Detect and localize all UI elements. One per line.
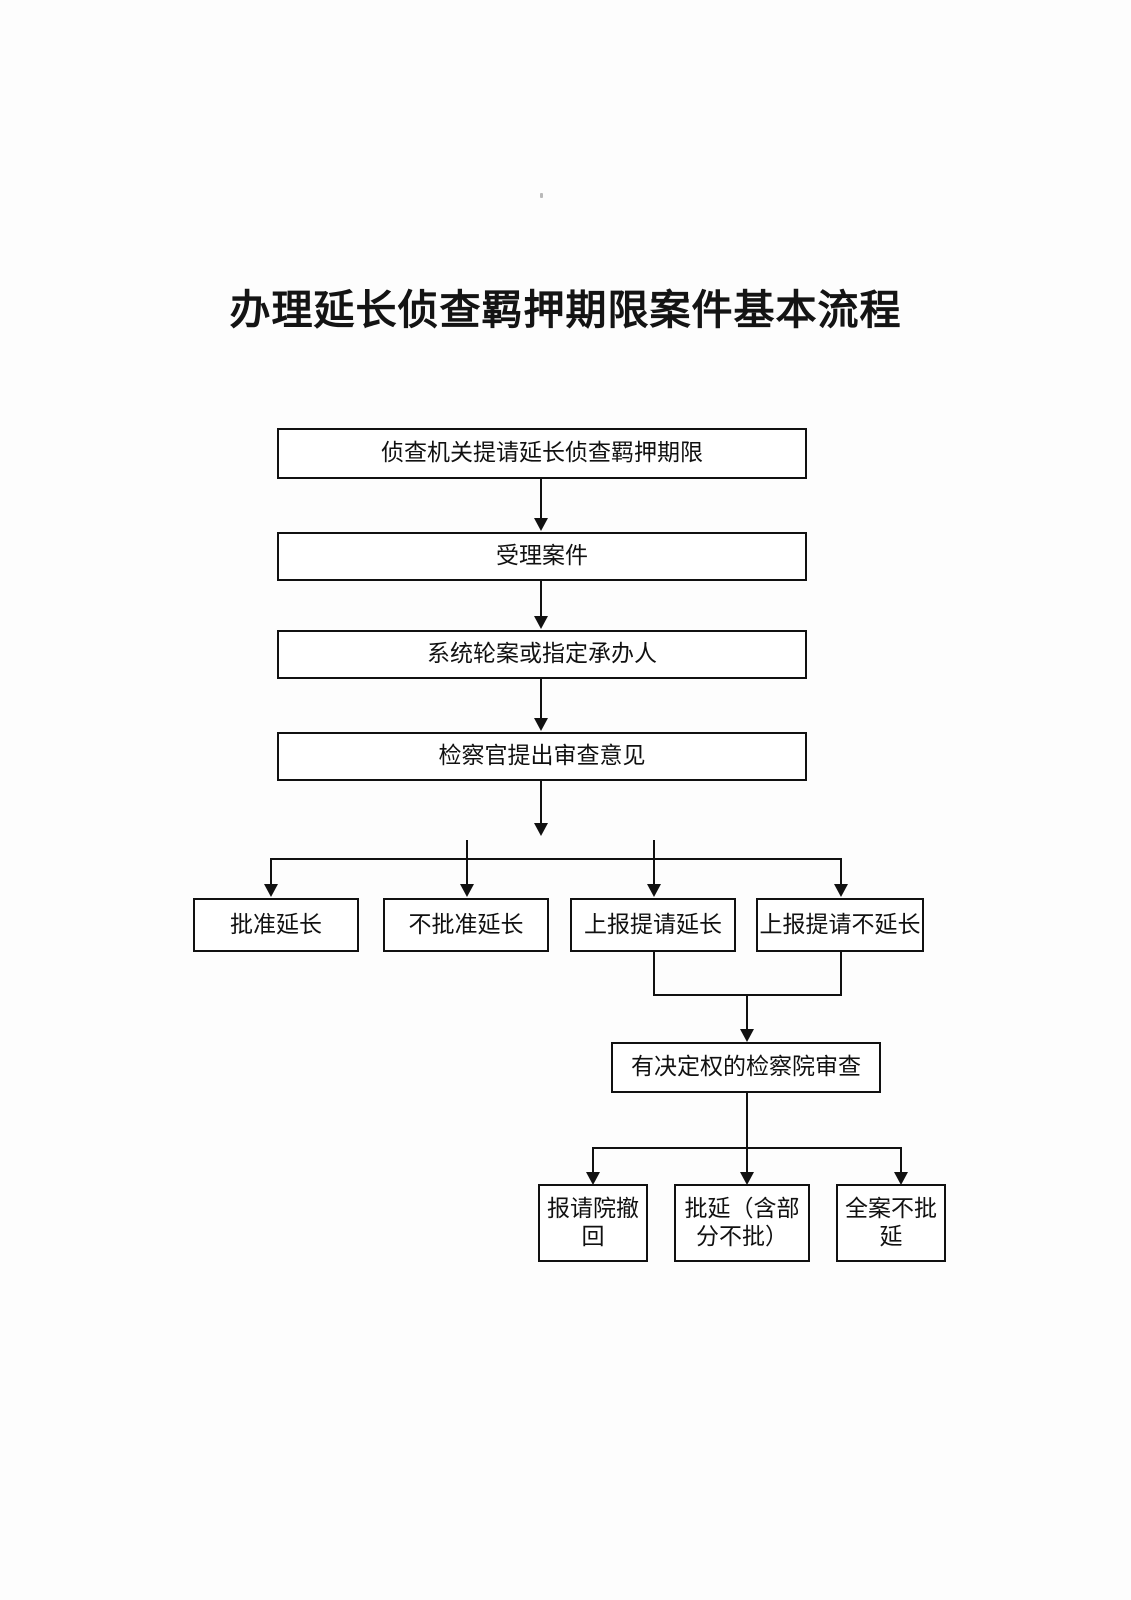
drop-arrow-leaf3 (894, 1172, 908, 1185)
flow-node-approve-extension[interactable]: 批准延长 (193, 898, 359, 952)
split-riser-branch3 (653, 840, 655, 860)
edge-line-n3-n4 (540, 679, 542, 721)
drop-arrow-branch2 (460, 884, 474, 897)
flow-node-report-request-no-extension[interactable]: 上报提请不延长 (756, 898, 924, 952)
flow-node-authorized-procuratorate-review[interactable]: 有决定权的检察院审查 (611, 1042, 881, 1093)
drop-arrow-leaf1 (586, 1172, 600, 1185)
flow-node-report-request-extension[interactable]: 上报提请延长 (570, 898, 736, 952)
flow-node-accept-case[interactable]: 受理案件 (277, 532, 807, 581)
edge-line-merge-n9 (746, 994, 748, 1034)
drop-line-leaf1 (592, 1147, 594, 1177)
split-riser-branch2 (466, 840, 468, 860)
flow-node-assign-handler[interactable]: 系统轮案或指定承办人 (277, 630, 807, 679)
edge-arrow-n4-split (534, 823, 548, 836)
drop-line-branch1 (270, 858, 272, 888)
edge-arrow-n1-n2 (534, 518, 548, 531)
flow-node-approve-partial[interactable]: 批延（含部分不批） (674, 1184, 810, 1262)
edge-arrow-n2-n3 (534, 616, 548, 629)
edge-arrow-merge-n9 (740, 1029, 754, 1042)
edge-arrow-n3-n4 (534, 718, 548, 731)
drop-line-branch3 (653, 858, 655, 888)
drop-arrow-branch4 (834, 884, 848, 897)
drop-arrow-branch3 (647, 884, 661, 897)
drop-line-leaf3 (900, 1147, 902, 1177)
drop-arrow-branch1 (264, 884, 278, 897)
merge-line-branch3 (653, 952, 655, 996)
edge-line-n9-split (746, 1093, 748, 1149)
edge-line-n1-n2 (540, 479, 542, 520)
drop-arrow-leaf2 (740, 1172, 754, 1185)
drop-line-branch4 (840, 858, 842, 888)
drop-line-branch2 (466, 858, 468, 888)
merge-line-branch4 (840, 952, 842, 996)
flow-node-request-extension[interactable]: 侦查机关提请延长侦查羁押期限 (277, 428, 807, 479)
edge-line-n2-n3 (540, 581, 542, 619)
flow-node-full-denial[interactable]: 全案不批延 (836, 1184, 946, 1262)
scan-speck (540, 193, 543, 198)
split-bar-level5 (270, 858, 842, 860)
edge-line-n4-split (540, 781, 542, 825)
drop-line-leaf2 (746, 1147, 748, 1177)
flow-node-deny-extension[interactable]: 不批准延长 (383, 898, 549, 952)
flow-node-prosecutor-opinion[interactable]: 检察官提出审查意见 (277, 732, 807, 781)
flow-node-request-withdrawal[interactable]: 报请院撤回 (538, 1184, 648, 1262)
page-title: 办理延长侦查羁押期限案件基本流程 (229, 287, 902, 333)
